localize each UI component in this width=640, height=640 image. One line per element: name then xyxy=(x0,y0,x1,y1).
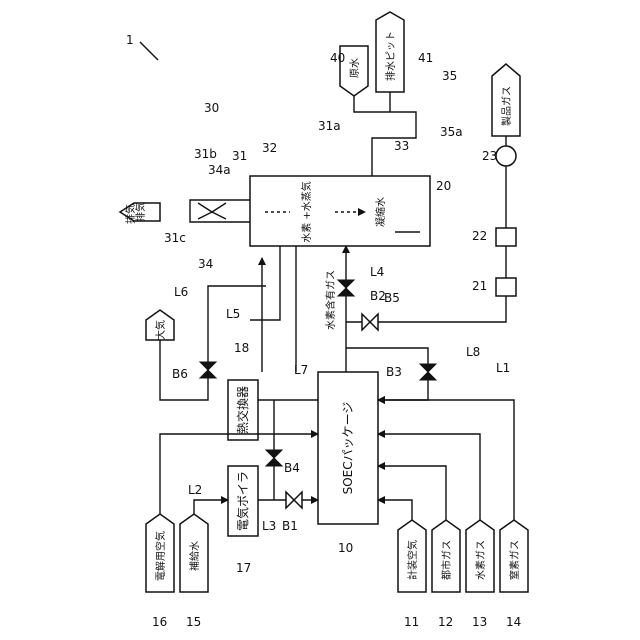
raw-water-label: 原水 xyxy=(349,58,361,78)
ref-14: 14 xyxy=(506,615,521,629)
ref-12: 12 xyxy=(438,615,453,629)
line-35 xyxy=(354,96,416,176)
label-L7: L7 xyxy=(294,363,308,377)
condensate-label: 凝縮水 xyxy=(374,197,387,227)
ref-31: 31 xyxy=(232,149,247,163)
leader-1 xyxy=(140,42,158,60)
ref-31a: 31a xyxy=(318,119,341,133)
feedwater-label: 補給水 xyxy=(188,541,201,571)
valve-B5[interactable] xyxy=(362,314,378,330)
valve-B4[interactable] xyxy=(266,450,282,466)
label-B1: B1 xyxy=(282,519,298,533)
component-22 xyxy=(496,228,516,246)
exhaust-text: 排気 xyxy=(134,202,147,222)
label-L3: L3 xyxy=(262,519,276,533)
label-B3: B3 xyxy=(386,365,402,379)
component-21 xyxy=(496,278,516,296)
line-L5 xyxy=(250,246,280,320)
ref-34a: 34a xyxy=(208,163,231,177)
fig-no: 1 xyxy=(126,33,134,47)
component-23 xyxy=(496,146,516,166)
line-L2 xyxy=(194,500,228,514)
drain-pit-label: 排水ピット xyxy=(384,31,397,81)
ref-32: 32 xyxy=(262,141,277,155)
ref-17: 17 xyxy=(236,561,251,575)
ref-31b: 31b xyxy=(194,147,217,161)
valve-B2[interactable] xyxy=(338,280,354,296)
product-gas-label: 製品ガス xyxy=(500,86,513,126)
valve-B3[interactable] xyxy=(420,364,436,380)
line-13 xyxy=(378,434,480,520)
h2-containing-gas-label: 水素含有ガス xyxy=(324,270,337,330)
ref-33: 33 xyxy=(394,139,409,153)
city-gas-label: 都市ガス xyxy=(440,540,453,580)
ref-31c: 31c xyxy=(164,231,186,245)
package-label: SOECパッケージ xyxy=(341,402,355,495)
instr-air-label: 計装空気 xyxy=(406,540,419,580)
ref-35: 35 xyxy=(442,69,457,83)
ref-10: 10 xyxy=(338,541,353,555)
elec-air-label: 電解用空気 xyxy=(154,531,167,581)
h2-steam-label: 水素 +水蒸気 xyxy=(300,181,313,243)
ref-40: 40 xyxy=(330,51,345,65)
separator-tank xyxy=(250,176,430,246)
ref-15: 15 xyxy=(186,615,201,629)
label-L4: L4 xyxy=(370,265,384,279)
ref-20: 20 xyxy=(436,179,451,193)
label-L5: L5 xyxy=(226,307,240,321)
label-L6: L6 xyxy=(174,285,188,299)
line-11 xyxy=(378,500,412,520)
n2-gas-label: 窒素ガス xyxy=(508,540,521,580)
ref-16: 16 xyxy=(152,615,167,629)
h2-gas-label: 水素ガス xyxy=(474,540,487,580)
ref-23: 23 xyxy=(482,149,497,163)
ref-13: 13 xyxy=(472,615,487,629)
ref-22: 22 xyxy=(472,229,487,243)
hx-label: 熱交換器 xyxy=(235,386,250,434)
boiler-label: 電気ボイラ xyxy=(235,471,250,531)
atm-label: 大気 xyxy=(154,320,167,340)
label-L1: L1 xyxy=(496,361,510,375)
ref-11: 11 xyxy=(404,615,419,629)
ref-35a: 35a xyxy=(440,125,463,139)
valve-B6[interactable] xyxy=(200,362,216,378)
ref-21: 21 xyxy=(472,279,487,293)
ref-30: 30 xyxy=(204,101,219,115)
ref-18: 18 xyxy=(234,341,249,355)
ref-41: 41 xyxy=(418,51,433,65)
label-L2: L2 xyxy=(188,483,202,497)
ref-34: 34 xyxy=(198,257,213,271)
label-L8: L8 xyxy=(466,345,480,359)
valve-B1[interactable] xyxy=(286,492,302,508)
label-B6: B6 xyxy=(172,367,188,381)
label-B5: B5 xyxy=(384,291,400,305)
label-B4: B4 xyxy=(284,461,300,475)
